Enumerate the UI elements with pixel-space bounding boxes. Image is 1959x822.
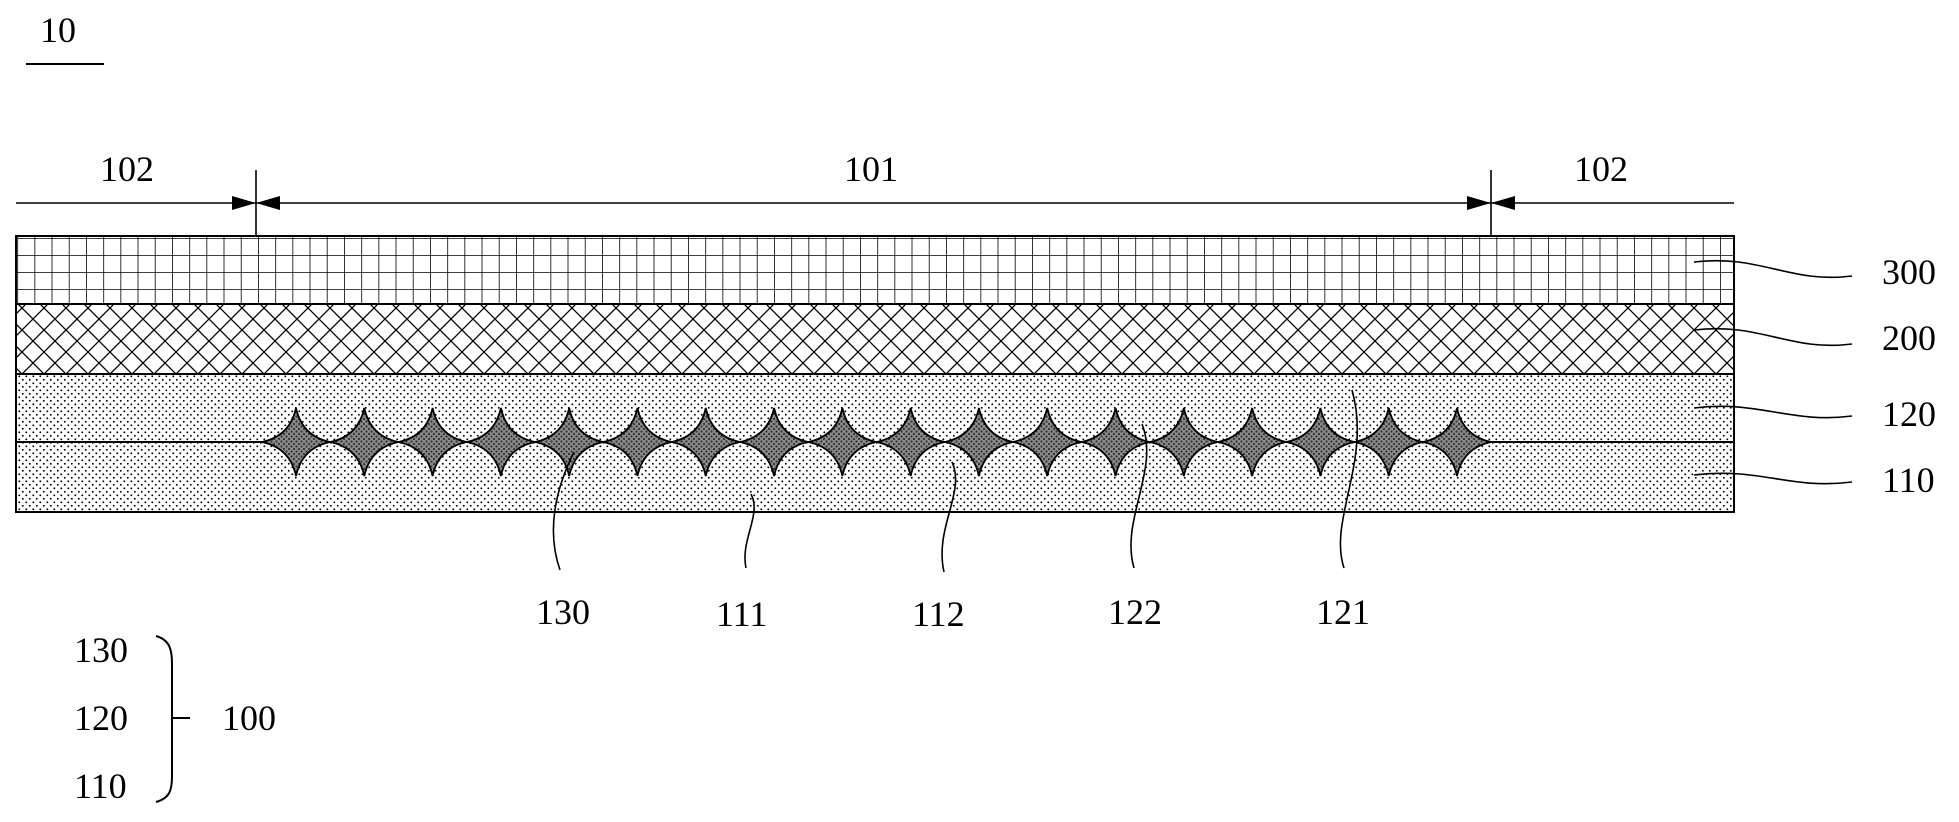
layer-label-300: 300 — [1882, 252, 1936, 292]
dimension-arrow-left-a — [232, 196, 256, 210]
particle-130 — [808, 407, 877, 477]
callout-label-112: 112 — [912, 594, 965, 634]
callout-label-111: 111 — [716, 594, 767, 634]
group-brace — [155, 635, 173, 803]
particle-130 — [1217, 407, 1287, 477]
region-label-center: 101 — [844, 149, 898, 189]
callout-leaders — [552, 389, 1359, 573]
particle-130 — [261, 407, 331, 477]
layer-label-120: 120 — [1882, 394, 1936, 434]
particle-130 — [1422, 407, 1492, 477]
particle-130 — [944, 407, 1014, 477]
layer-leaders — [1693, 259, 1853, 485]
particle-130 — [398, 407, 467, 477]
particle-130 — [876, 407, 945, 477]
layer-label-200: 200 — [1882, 318, 1936, 358]
particle-130 — [466, 407, 536, 477]
region-label-left: 102 — [100, 149, 154, 189]
callout-label-130: 130 — [536, 592, 590, 632]
particle-130 — [671, 407, 740, 477]
dimension-arrow-right-b — [1491, 196, 1515, 210]
particle-130 — [1013, 407, 1082, 477]
layer-label-110: 110 — [1882, 460, 1935, 500]
layer-110 — [15, 441, 1735, 513]
layer-120 — [15, 373, 1735, 443]
region-label-right: 102 — [1574, 149, 1628, 189]
particle-130 — [534, 407, 604, 477]
group-member-130: 130 — [74, 630, 128, 670]
group-member-110: 110 — [74, 766, 127, 806]
group-member-120: 120 — [74, 698, 128, 738]
dimension-arrow-left-b — [256, 196, 280, 210]
group-label-100: 100 — [222, 698, 276, 738]
particles-130 — [261, 407, 1492, 477]
figure-label: 10 — [40, 10, 76, 50]
layer-200 — [15, 303, 1735, 375]
callout-label-121: 121 — [1316, 592, 1370, 632]
particle-130 — [603, 407, 672, 477]
callout-label-122: 122 — [1108, 592, 1162, 632]
particle-130 — [1081, 407, 1150, 477]
layer-300 — [15, 235, 1735, 305]
particle-130 — [1354, 407, 1423, 477]
particle-130 — [330, 407, 399, 477]
particle-130 — [739, 407, 809, 477]
particle-130 — [1286, 407, 1355, 477]
particle-130 — [1149, 407, 1219, 477]
dimension-arrow-right-a — [1467, 196, 1491, 210]
